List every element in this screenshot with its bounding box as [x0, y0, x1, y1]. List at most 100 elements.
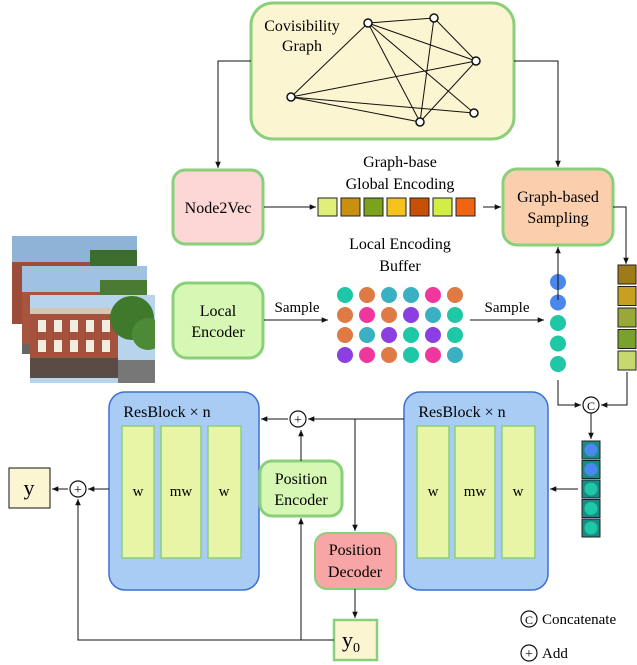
buffer-dot [337, 347, 353, 363]
global-encoding-cell [340, 197, 361, 217]
y0-label: y0 [342, 627, 360, 656]
resblock-right-w1: w [428, 484, 439, 500]
resblock-left-w2: w [219, 484, 230, 500]
legend-concat-symbol: C [525, 613, 533, 627]
resblock-right-w1-box [416, 425, 450, 559]
legend-concat-label: Concatenate [542, 612, 616, 628]
input-image-front [30, 295, 155, 383]
local-encoder-label-line1: Local [200, 303, 237, 320]
buffer-dot [403, 287, 419, 303]
legend-add-label: Add [542, 646, 568, 662]
buffer-dot [359, 327, 375, 343]
position-decoder-label-line1: Position [329, 542, 381, 559]
graph-sampling-label-line1: Graph-based [517, 189, 599, 206]
global-encoding-cell [432, 197, 453, 217]
covisibility-graph-box: Covisibility Graph [249, 1, 516, 141]
input-image-stack [12, 236, 155, 383]
global-encoding-label-line1: Graph-base [363, 154, 437, 171]
buffer-dot [337, 327, 353, 343]
add-symbol-left: + [74, 483, 82, 498]
buffer-dot [381, 287, 397, 303]
resblock-left-mw-box [160, 425, 202, 559]
sampled-dot [550, 315, 566, 331]
global-encoding-cell [363, 197, 384, 217]
buffer-dot [337, 307, 353, 323]
output-y-box: y [8, 467, 51, 509]
global-encoding-cell [409, 197, 430, 217]
concat-cell-dot [584, 482, 598, 496]
add-symbol-top: + [294, 413, 302, 428]
sampled-global-cell [617, 350, 637, 371]
global-encoding-vector [317, 197, 476, 217]
graph-edges [290, 17, 477, 123]
concat-cell-dot [584, 443, 598, 457]
concat-node: C [582, 396, 600, 414]
concat-cell-dot [584, 502, 598, 515]
local-buffer-label-line2: Buffer [379, 258, 421, 275]
y0-subscript: 0 [353, 641, 360, 656]
sampled-dot [550, 356, 566, 372]
resblock-left-w2-box [207, 425, 242, 559]
graph-sampling-box: Graph-based Sampling [501, 167, 615, 247]
position-encoder-label-line2: Encoder [274, 492, 328, 509]
position-encoder-box: Position Encoder [258, 459, 344, 518]
add-node-top: + [289, 410, 307, 428]
sampled-global-cell [617, 307, 637, 328]
sampled-global-stack [617, 264, 637, 371]
buffer-dot [359, 287, 375, 303]
legend-add-symbol: + [525, 647, 533, 662]
resblock-left-w1-box [121, 425, 155, 559]
position-encoder-label-line1: Position [275, 471, 327, 488]
buffer-dot [425, 287, 441, 303]
sample-label-left: Sample [275, 300, 320, 316]
graph-nodes [286, 13, 481, 127]
buffer-dot [403, 307, 419, 323]
resblock-right-title: ResBlock × n [418, 404, 505, 421]
position-decoder-label-line2: Decoder [328, 564, 383, 581]
legend-concat: C Concatenate [520, 610, 616, 628]
covisibility-title-line1: Covisibility [264, 18, 340, 35]
sampled-global-cell [617, 264, 637, 285]
buffer-dot [447, 327, 463, 343]
covisibility-title-line2: Graph [282, 38, 322, 55]
graph-sampling-label-line2: Sampling [527, 210, 588, 227]
buffer-dot [447, 287, 463, 303]
local-encoder-label-line2: Encoder [191, 324, 245, 341]
sampled-global-cell [617, 329, 637, 349]
buffer-dot [447, 307, 463, 323]
position-decoder-box: Position Decoder [314, 532, 397, 590]
resblock-left-title: ResBlock × n [123, 404, 210, 421]
buffer-dot [425, 347, 441, 363]
add-node-left: + [69, 480, 87, 498]
resblock-right-w2-box [501, 425, 536, 559]
buffer-dot [359, 347, 375, 363]
y0-box: y0 [332, 618, 379, 662]
resblock-right-w2: w [513, 484, 524, 500]
node2vec-label: Node2Vec [185, 200, 252, 217]
sample-label-right: Sample [485, 300, 530, 316]
output-y-label: y [24, 475, 35, 500]
global-encoding-cell [455, 197, 476, 217]
resblock-right: ResBlock × n w mw w [403, 391, 549, 591]
buffer-dot [381, 327, 397, 343]
global-encoding-cell [317, 197, 338, 217]
resblock-right-mw-box [454, 425, 496, 559]
resblock-left-w1: w [133, 484, 144, 500]
buffer-dot [381, 307, 397, 323]
node2vec-box: Node2Vec [171, 168, 265, 246]
buffer-dot [337, 287, 353, 303]
concat-cell-dot [584, 521, 598, 535]
resblock-left: ResBlock × n w mw w [108, 391, 260, 591]
buffer-dot [425, 307, 441, 323]
local-encoder-box: Local Encoder [171, 281, 265, 360]
sampled-global-cell [617, 286, 637, 306]
sampled-dot [550, 294, 566, 311]
concat-cell-dot [584, 463, 598, 476]
buffer-dot [359, 307, 375, 323]
global-encoding-cell [386, 197, 407, 217]
local-buffer-grid [337, 287, 463, 363]
resblock-left-mw: mw [170, 484, 193, 500]
global-encoding-label-line2: Global Encoding [346, 176, 455, 193]
local-buffer-label-line1: Local Encoding [349, 236, 451, 253]
